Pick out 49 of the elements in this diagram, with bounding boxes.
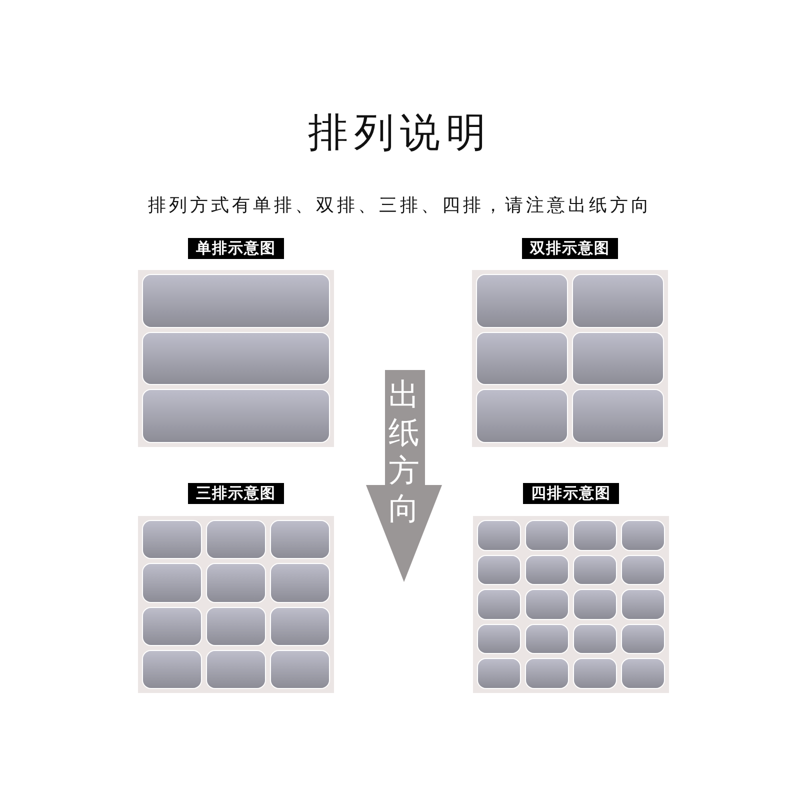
label-block — [526, 556, 568, 584]
label-block — [477, 390, 567, 442]
label-block — [622, 556, 664, 584]
label-block — [622, 624, 664, 654]
label-block — [573, 390, 663, 442]
label-block — [271, 564, 329, 602]
label-block — [574, 556, 616, 584]
label-block — [143, 650, 201, 688]
direction-arrow — [366, 370, 442, 582]
label-block — [573, 332, 663, 384]
label-block — [478, 521, 520, 550]
label-block — [477, 275, 567, 327]
label-block — [526, 624, 568, 654]
panel-heading: 四排示意图 — [523, 483, 619, 504]
title: 排列说明 — [307, 109, 493, 158]
label-block — [271, 650, 329, 688]
label-block — [574, 659, 616, 688]
label-block — [207, 521, 265, 558]
label-block — [143, 332, 329, 384]
label-block — [622, 590, 664, 619]
panel-heading: 双排示意图 — [522, 238, 618, 259]
label-block — [207, 650, 265, 688]
label-block — [207, 564, 265, 602]
label-block — [207, 608, 265, 645]
label-block — [478, 659, 520, 688]
label-block — [271, 608, 329, 645]
label-block — [478, 624, 520, 654]
label-block — [622, 659, 664, 688]
label-block — [143, 521, 201, 558]
label-block — [143, 275, 329, 327]
label-block — [574, 590, 616, 619]
label-block — [143, 608, 201, 645]
label-block — [573, 275, 663, 327]
label-block — [526, 659, 568, 688]
label-block — [574, 521, 616, 550]
arrow-label: 出纸方向 — [388, 376, 420, 528]
panel-heading: 三排示意图 — [188, 483, 284, 504]
label-block — [526, 590, 568, 619]
label-block — [271, 521, 329, 558]
panel-heading: 单排示意图 — [188, 238, 284, 259]
label-block — [143, 564, 201, 602]
label-block — [478, 590, 520, 619]
label-block — [477, 332, 567, 384]
subtitle: 排列方式有单排、双排、三排、四排，请注意出纸方向 — [147, 194, 653, 217]
label-block — [143, 390, 329, 442]
label-block — [478, 556, 520, 584]
label-block — [622, 521, 664, 550]
label-block — [526, 521, 568, 550]
label-block — [574, 624, 616, 654]
